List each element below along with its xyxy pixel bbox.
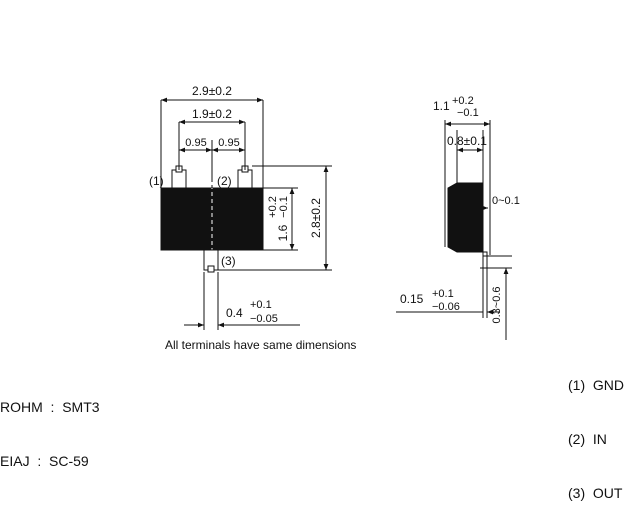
dim-body-height: 2.8±0.2 xyxy=(309,198,323,238)
side-lead xyxy=(482,251,488,269)
dim-lead-span: 1.9±0.2 xyxy=(192,107,232,121)
dim-standoff: 0~0.1 xyxy=(492,195,520,207)
dim-pitch-right: 0.95 xyxy=(218,137,239,149)
package-codes: ROHM : SMT3 EIAJ : SC-59 xyxy=(0,362,100,488)
package-body xyxy=(160,187,264,251)
dim-side-height-tol-minus: −0.1 xyxy=(457,107,479,119)
pin2-label: (2) xyxy=(217,174,232,188)
side-view xyxy=(396,120,512,340)
pin-name: GND xyxy=(592,377,625,393)
package-eiaj: EIAJ : SC-59 xyxy=(0,453,89,469)
pin-name: IN xyxy=(592,431,607,447)
lead-1 xyxy=(171,169,187,189)
pin-row: (3) OUT xyxy=(568,485,623,501)
dim-lead-width: 0.4 xyxy=(226,306,243,320)
pin3-label: (3) xyxy=(221,254,236,268)
dim-lead-thickness-tol-minus: −0.06 xyxy=(432,301,460,313)
dim-body-width-tol-minus: −0.1 xyxy=(278,196,290,218)
package-rohm: ROHM : SMT3 xyxy=(0,399,100,415)
dim-lead-thickness: 0.15 xyxy=(400,292,424,306)
terminals-note: All terminals have same dimensions xyxy=(165,338,356,352)
front-view xyxy=(160,97,332,330)
dim-width-total: 2.9±0.2 xyxy=(192,84,232,98)
pin-name: OUT xyxy=(592,485,623,501)
package-drawing: 2.9±0.2 1.9±0.2 0.95 0.95 (1) (2) (3) 2.… xyxy=(149,84,520,352)
pin-row: (1) GND xyxy=(568,377,625,393)
dim-top-width: 0.8±0.1 xyxy=(447,134,487,148)
dim-side-height-tol-plus: +0.2 xyxy=(452,95,474,107)
pin-assignment: (1) GND (2) IN (3) OUT xyxy=(568,340,624,520)
dim-side-height: 1.1 xyxy=(433,99,450,113)
lead-2 xyxy=(237,169,253,189)
dim-body-width: 1.6 xyxy=(276,224,290,241)
pin1-label: (1) xyxy=(149,174,164,188)
dim-body-width-tol-plus: +0.2 xyxy=(267,196,279,218)
side-body xyxy=(447,182,484,253)
dim-lead-thickness-tol-plus: +0.1 xyxy=(432,288,454,300)
dim-lead-width-tol-plus: +0.1 xyxy=(250,299,272,311)
dim-lead-width-tol-minus: −0.05 xyxy=(250,313,278,325)
dim-lead-length: 0.3~0.6 xyxy=(491,286,503,323)
pin-row: (2) IN xyxy=(568,431,607,447)
dim-pitch-left: 0.95 xyxy=(185,137,206,149)
